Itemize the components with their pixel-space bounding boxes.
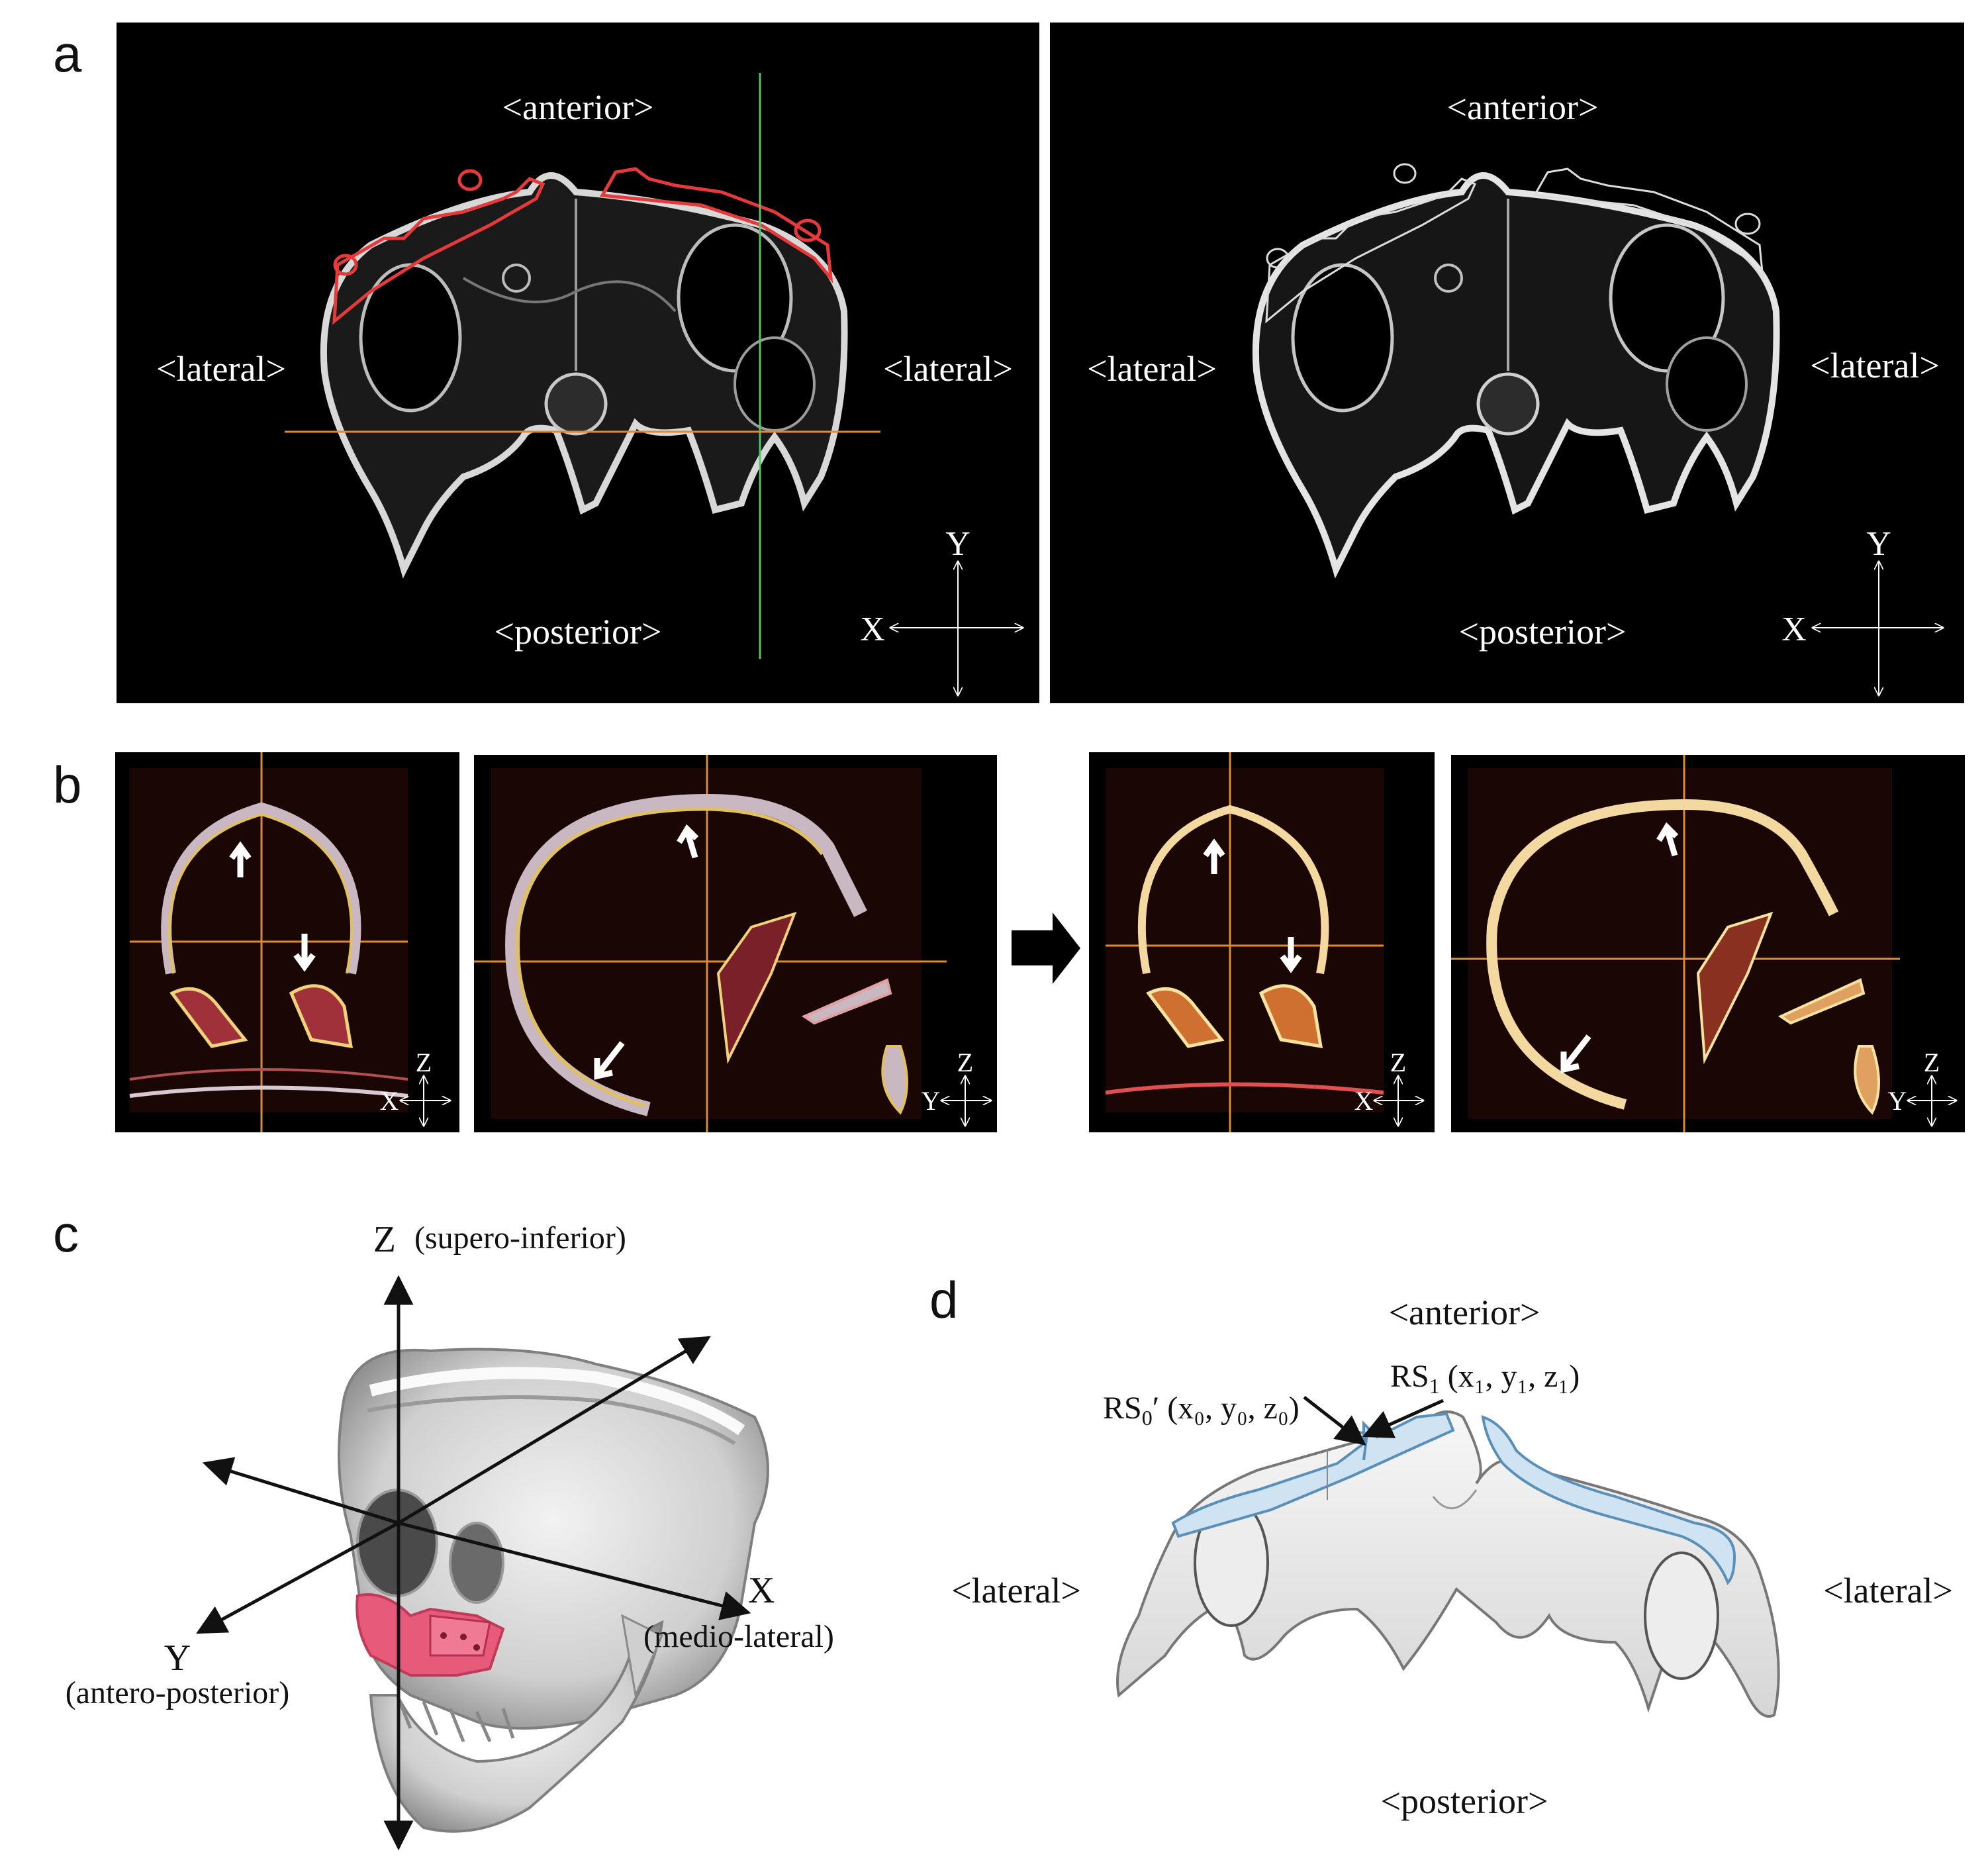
label-anterior: <anterior>: [1447, 87, 1599, 127]
label-posterior: <posterior>: [495, 612, 662, 652]
contour-red: [332, 177, 545, 325]
label-lateral-right: <lateral>: [883, 349, 1013, 389]
axis-x-label: X: [748, 1570, 775, 1611]
label-posterior: <posterior>: [1459, 612, 1627, 652]
axis-z-label: Z: [1390, 1048, 1406, 1077]
axis-indicator: Y X: [860, 525, 1023, 695]
label-anterior: <anterior>: [1389, 1293, 1540, 1332]
panel-a-right-scan: <anterior> <lateral> <lateral> <posterio…: [1050, 23, 1964, 703]
axis-h-label: X: [380, 1086, 399, 1116]
axis-y-label: Y: [164, 1638, 191, 1679]
panel-b-sagittal-before: Z Y: [474, 755, 997, 1132]
transition-arrow: [1012, 912, 1080, 984]
y-axis-line: [196, 1521, 400, 1634]
axis-indicator: Y X: [1781, 525, 1943, 695]
axis-h-label: X: [1354, 1086, 1374, 1116]
axis-z-label: Z: [416, 1048, 432, 1077]
rs1-label: RS1 (x₁, y₁, z₁): [1390, 1359, 1580, 1398]
panel-a-label: a: [53, 25, 82, 83]
label-lateral-right: <lateral>: [1823, 1571, 1953, 1610]
x-axis-line: [398, 1521, 751, 1620]
panel-c-skull-3d: [196, 1275, 769, 1851]
label-lateral-left: <lateral>: [1087, 349, 1217, 389]
label-posterior: <posterior>: [1381, 1781, 1548, 1821]
axis-h-label: Y: [1888, 1086, 1907, 1116]
label-lateral-right: <lateral>: [1810, 346, 1940, 385]
axis-x-label: X: [1781, 611, 1807, 648]
panel-b-coronal-before: Z X: [115, 752, 459, 1132]
axis-h-label: Y: [922, 1086, 941, 1116]
axis-z-label: Z: [373, 1219, 396, 1260]
label-anterior: <anterior>: [502, 87, 654, 127]
axis-y-desc: (antero-posterior): [66, 1675, 290, 1710]
label-lateral-left: <lateral>: [156, 349, 286, 389]
axis-x-desc: (medio-lateral): [643, 1619, 834, 1654]
panel-b-coronal-after: Z X: [1089, 752, 1435, 1132]
panel-a-left-scan: <anterior> <lateral> <lateral> <posterio…: [117, 23, 1039, 703]
guide-left: [1171, 1412, 1455, 1538]
axis-x-label: X: [860, 611, 885, 648]
axis-z-label: Z: [957, 1048, 973, 1077]
rs0-pointer: [1303, 1396, 1366, 1446]
rs0-label: RS0′ (x₀, y₀, z₀): [1103, 1391, 1300, 1430]
panel-d-label: d: [929, 1271, 958, 1329]
axis-z-label: Z: [1924, 1048, 1940, 1077]
axis-y-label: Y: [1866, 525, 1891, 563]
panel-c-label: c: [53, 1205, 79, 1263]
axis-z-desc: (supero-inferior): [414, 1220, 626, 1255]
rs1-pointer: [1362, 1399, 1444, 1438]
panel-d-diagram: [1116, 1396, 1780, 1718]
axis-y-label: Y: [945, 525, 970, 563]
label-lateral-left: <lateral>: [951, 1571, 1081, 1610]
panel-b-label: b: [53, 756, 81, 814]
panel-b-sagittal-after: Z Y: [1451, 755, 1965, 1132]
